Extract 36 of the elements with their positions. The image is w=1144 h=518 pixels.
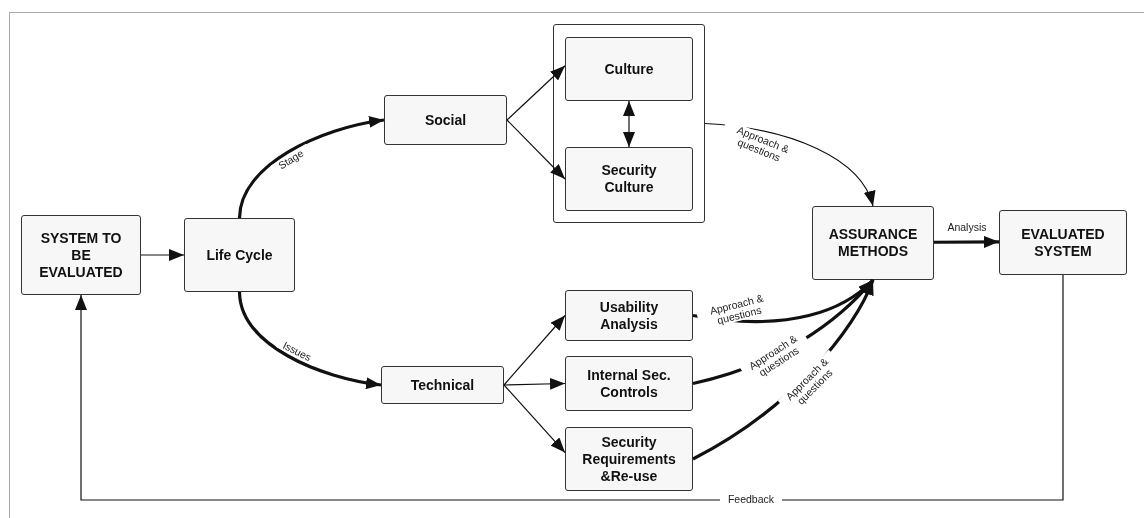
node-label: Usability Analysis [598, 298, 660, 333]
arrow [503, 314, 566, 386]
arrow [503, 384, 566, 454]
process-box [999, 210, 1127, 275]
node-label: Life Cycle [205, 246, 274, 264]
node-label: Culture [603, 60, 655, 78]
group-container [553, 24, 705, 223]
process-box [565, 427, 693, 491]
process-box [812, 206, 934, 280]
arrow [506, 119, 566, 180]
process-box [384, 95, 507, 145]
node-label: Technical [409, 376, 476, 394]
node-label: Social [423, 111, 468, 129]
arrow [237, 291, 382, 389]
process-box [21, 215, 141, 295]
node-label: EVALUATED SYSTEM [1020, 225, 1106, 260]
node-label: ASSURANCE METHODS [827, 226, 919, 260]
arrow [506, 65, 566, 121]
arrow [704, 122, 874, 207]
arrow [75, 274, 1064, 501]
node-label: SYSTEM TO BE EVALUATED [38, 229, 124, 281]
arrow [623, 100, 635, 148]
process-box [565, 37, 693, 101]
arrow [503, 377, 566, 390]
arrow [934, 235, 999, 248]
process-box [184, 218, 295, 292]
node-label: Security Culture [600, 162, 658, 196]
node-label: Internal Sec. Controls [586, 366, 672, 401]
process-box [565, 147, 693, 211]
edge-label: Feedback [720, 494, 782, 505]
arrow [237, 116, 385, 219]
process-box [565, 356, 693, 411]
process-box [565, 290, 693, 341]
node-label: Security Requirements &Re-use [581, 433, 677, 485]
process-box [381, 366, 504, 404]
arrow [140, 249, 185, 261]
